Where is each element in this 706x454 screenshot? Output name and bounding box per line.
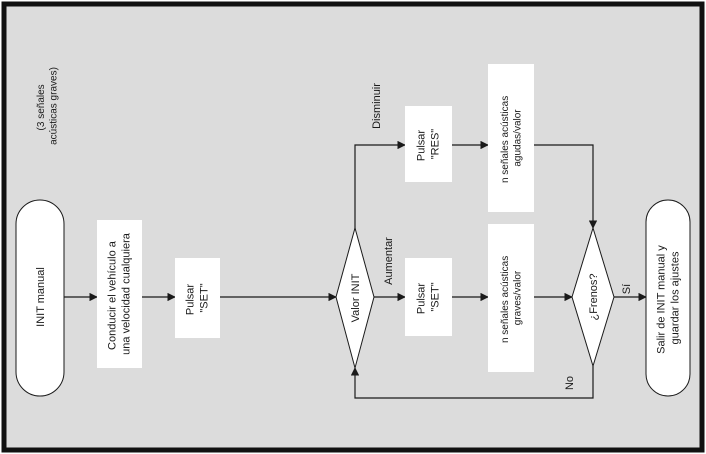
- labels: INIT manual Conducir el vehículo a una v…: [35, 67, 682, 390]
- edge-label-yes: Sí: [621, 284, 633, 294]
- node-brakes: [571, 226, 615, 368]
- node-drive: [97, 220, 142, 368]
- node-high-signals: [488, 64, 534, 212]
- node-press-set-2: [405, 258, 452, 336]
- press-res-label: Pulsar "RES": [416, 127, 442, 161]
- edge-label-decrease: Disminuir: [371, 83, 383, 129]
- exit-label: Salir de INIT manual y guardar los ajust…: [656, 242, 682, 354]
- node-exit: [645, 199, 691, 397]
- node-valor-init: [335, 226, 375, 370]
- edge-label-increase: Aumentar: [383, 237, 395, 285]
- note-label: (3 señales acústicas graves): [36, 67, 60, 145]
- node-init-manual: [15, 199, 65, 397]
- edge-high-to-brakes: [534, 144, 598, 229]
- node-low-signals: [488, 224, 534, 372]
- node-press-res: [405, 106, 452, 182]
- brakes-label: ¿Frenos?: [588, 273, 600, 320]
- low-signals-label: n señales acústicas graves/valor: [500, 253, 524, 343]
- edge-valor-to-res: [354, 140, 406, 232]
- press-set-1-label: Pulsar "SET": [185, 281, 211, 315]
- drive-label: Conducir el vehículo a una velocidad cua…: [107, 232, 133, 355]
- valor-init-label: Valor INIT: [350, 273, 362, 322]
- edge-no-loop: [350, 366, 594, 399]
- node-press-set-1: [175, 258, 220, 338]
- high-signals-label: n señales acústicas agudas/valor: [500, 93, 524, 183]
- press-set-2-label: Pulsar "SET": [416, 280, 442, 314]
- edge-label-no: No: [564, 376, 576, 390]
- init-manual-label: INIT manual: [35, 267, 47, 327]
- shapes: [15, 64, 691, 397]
- connectors: [64, 140, 647, 399]
